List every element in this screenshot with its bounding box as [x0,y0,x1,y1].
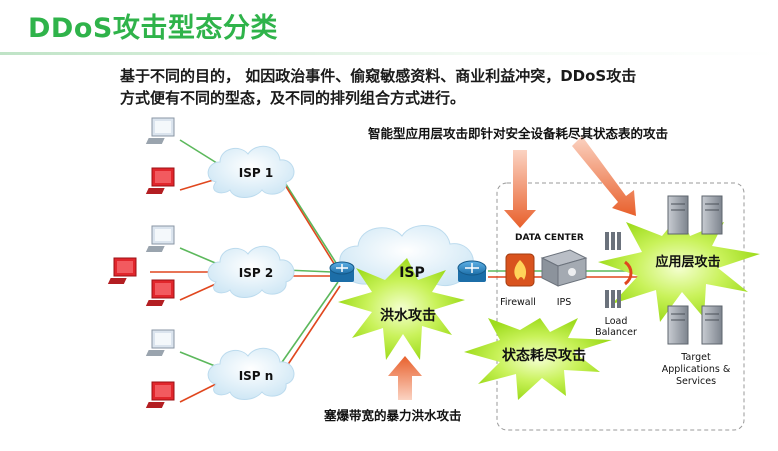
load-balancer-label-2: Balancer [595,327,637,338]
server-icon [701,195,723,235]
attack-arrows [388,136,636,400]
attacker-computer-icon [145,279,175,306]
core-isp-label: ISP [399,265,425,281]
firewall-icon [505,253,535,287]
data-center-label: DATA CENTER [515,233,584,243]
isp-cloud-1-label: ISP 1 [239,166,273,180]
flood-attack-burst [338,258,465,360]
target-label-2: Applications & [662,364,731,375]
intro-text: 基于不同的目的， 如因政治事件、偷窥敏感资料、商业利益冲突，DDoS攻击 方式便… [120,65,760,109]
starbursts [338,214,760,400]
computer-icon [145,117,175,144]
application-attack-label: 应用层攻击 [655,254,720,270]
state-exhaustion-burst [464,318,612,400]
target-servers [667,195,723,345]
target-label-1: Target [680,352,711,363]
server-icon [667,195,689,235]
intro-line-2: 方式便有不同的型态，及不同的排列组合方式进行。 [120,89,466,107]
server-icon [701,305,723,345]
top-caption: 智能型应用层攻击即针对安全设备耗尽其状态表的攻击 [367,126,668,141]
load-balancer-label-1: Load [605,316,628,327]
firewall-label: Firewall [500,297,536,308]
state-exhaustion-label: 状态耗尽攻击 [502,347,586,364]
ips-icon [540,249,588,287]
computer-icon [145,329,175,356]
attacker-computer-icon [145,381,175,408]
application-attack-burst [598,214,760,322]
intro-line-1: 基于不同的目的， 如因政治事件、偷窥敏感资料、商业利益冲突，DDoS攻击 [120,67,637,85]
core-router-icon [457,260,487,282]
server-icon [667,305,689,345]
attacker-computer-icon [107,257,137,284]
attacker-computer-icon [145,167,175,194]
edge-router-icon [329,261,355,282]
isp-cloud-2 [207,245,295,298]
computer-icon [145,225,175,252]
isp-cloud-n [207,347,295,400]
flood-attack-label: 洪水攻击 [380,307,436,324]
isp-cloud-1 [207,145,295,198]
arrow-down-icon [504,150,536,228]
ips-label: IPS [557,297,572,308]
bottom-caption: 塞爆带宽的暴力洪水攻击 [324,408,462,423]
title-divider [0,52,778,55]
arrow-diagonal-icon [572,136,636,216]
arrow-up-icon [388,356,422,400]
data-center-boundary [496,182,745,431]
isp-cloud-n-label: ISP n [239,369,274,383]
target-label-3: Services [676,376,716,387]
slide-title: DDoS攻击型态分类 [28,13,278,44]
load-balancer-icon [605,232,633,308]
isp-cloud-2-label: ISP 2 [239,266,273,280]
computers [107,117,175,408]
